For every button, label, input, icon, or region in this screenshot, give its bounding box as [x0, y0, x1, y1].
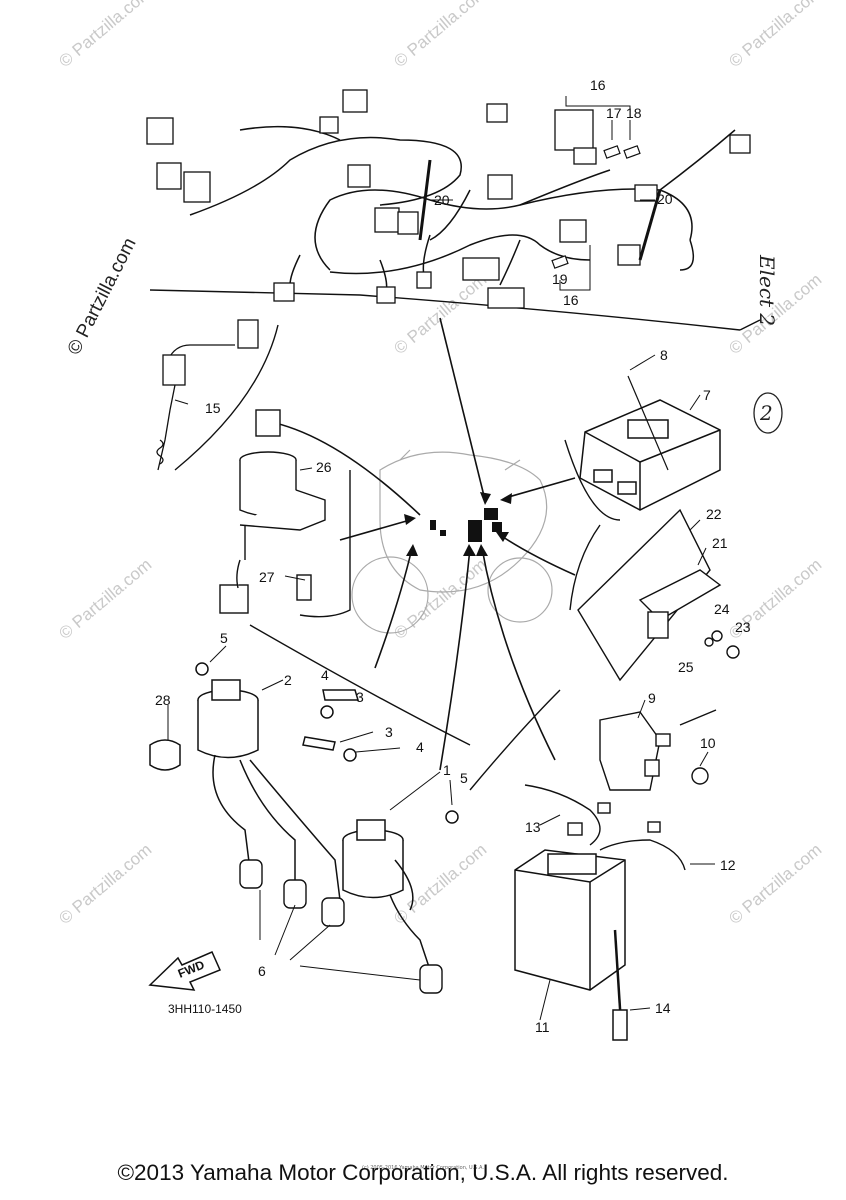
part-label: 28 [155, 692, 171, 708]
part-label: 24 [714, 601, 730, 617]
part-label: 3 [385, 724, 393, 740]
watermark: © Partzilla.com [55, 555, 155, 643]
part-label: 3 [356, 689, 364, 705]
part-label: 5 [460, 770, 468, 786]
watermark: © Partzilla.com [390, 840, 490, 928]
part-label: 8 [660, 347, 668, 363]
ignition-coils [149, 662, 459, 899]
sensor-part [156, 319, 259, 471]
relay-unit [599, 709, 717, 791]
part-label: 5 [220, 630, 228, 646]
fwd-arrow-icon: FWD [148, 951, 222, 991]
arrow-heads [404, 492, 512, 556]
plug-leads [212, 754, 431, 971]
part-label: 22 [706, 506, 722, 522]
part-label: 27 [259, 569, 275, 585]
part-label: 10 [700, 735, 716, 751]
location-markers [430, 508, 502, 542]
motorcycle-outline [351, 449, 553, 634]
part-label: 15 [205, 400, 221, 416]
handwritten-note: Elect 2 [755, 254, 779, 326]
part-label: 16 [563, 292, 579, 308]
ignition-switch [219, 409, 326, 614]
part-label: 13 [525, 819, 541, 835]
part-label: 7 [703, 387, 711, 403]
location-arrows [259, 317, 576, 771]
part-label: 14 [655, 1000, 671, 1016]
part-label: 21 [712, 535, 728, 551]
watermark: © Partzilla.com [390, 270, 490, 358]
part-label: 6 [258, 963, 266, 979]
part-label: 1 [443, 762, 451, 778]
part-label: 19 [552, 271, 568, 287]
battery-leads [524, 784, 686, 871]
part-label: 23 [735, 619, 751, 635]
part-label: 18 [626, 105, 642, 121]
part-label: 20 [434, 192, 450, 208]
part-label: 17 [606, 105, 622, 121]
plug-caps [239, 859, 443, 994]
part-label: 26 [316, 459, 332, 475]
watermark: © Partzilla.com [390, 0, 490, 71]
part-label: 12 [720, 857, 736, 873]
harness-connectors [146, 89, 751, 309]
diagram-reference-code: 3HH110-1450 [168, 1002, 242, 1016]
database-credit: (c) 2005-2016 Yamaha Motor Corporation, … [362, 1165, 484, 1171]
watermark: © Partzilla.com [725, 0, 825, 71]
part-label: 4 [321, 667, 329, 683]
leader-lines [167, 96, 715, 1021]
part-label: 11 [535, 1019, 550, 1035]
watermark: © Partzilla.com [55, 0, 155, 71]
part-label: 16 [590, 77, 606, 93]
fuse-parts [418, 145, 662, 269]
regulator-bracket [577, 508, 740, 682]
battery [514, 849, 628, 1041]
part-label: 20 [657, 191, 673, 207]
part-labels: 1 2 3 3 4 4 5 5 6 7 8 9 10 11 12 13 14 1… [155, 77, 751, 1035]
section-dividers [149, 289, 761, 791]
handwritten-circle [753, 392, 783, 434]
part-label: 25 [678, 659, 694, 675]
watermark: © Partzilla.com [725, 840, 825, 928]
part-label: 2 [284, 672, 292, 688]
handwritten-circle-number: 2 [759, 401, 773, 425]
watermark: © Partzilla.com [55, 840, 155, 928]
copyright-notice: ©2013 Yamaha Motor Corporation, U.S.A. A… [117, 1160, 729, 1185]
part-label: 4 [416, 739, 424, 755]
wiring-harness [189, 125, 736, 296]
part-label: 9 [648, 690, 656, 706]
ecu-unit [579, 375, 721, 511]
watermark-vertical: © Partzilla.com [64, 235, 141, 359]
